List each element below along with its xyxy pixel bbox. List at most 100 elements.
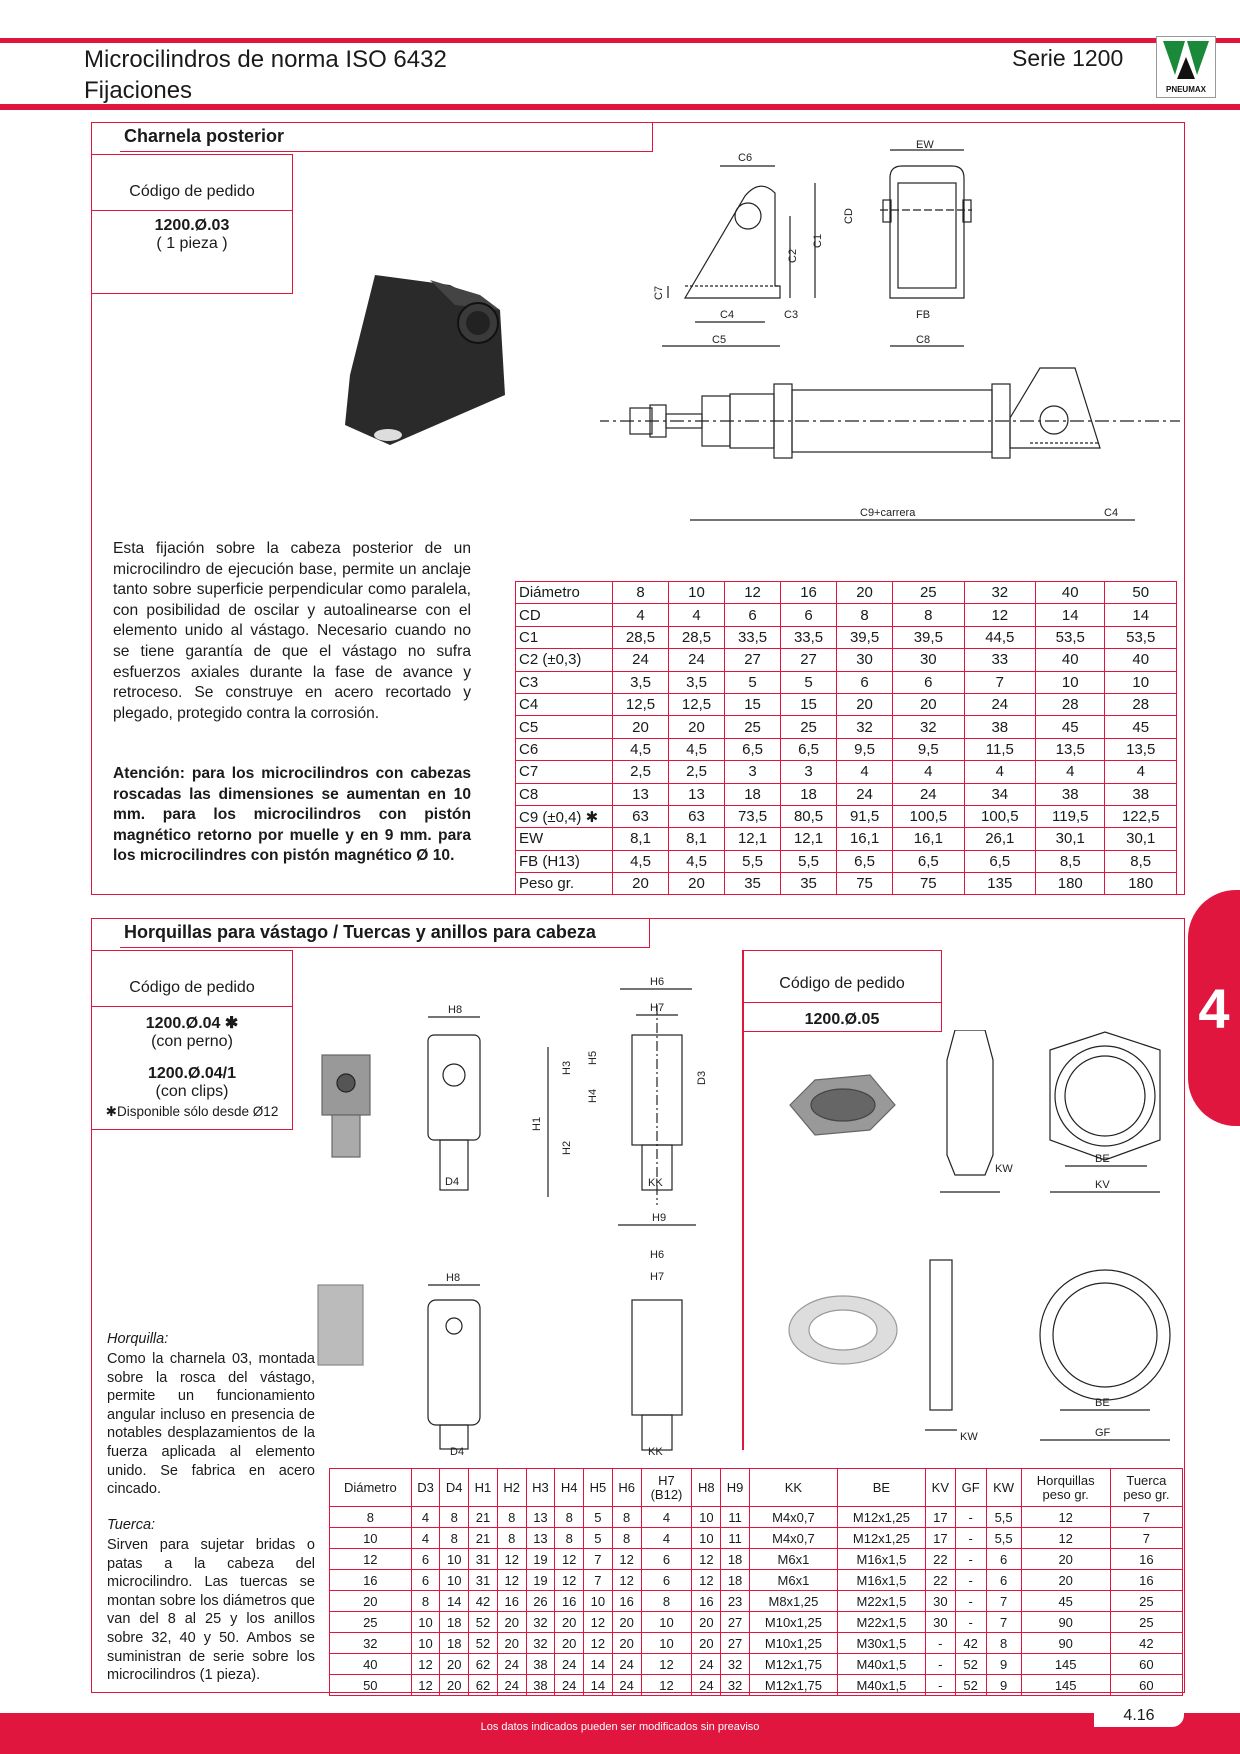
row-label: FB (H13): [515, 849, 613, 874]
table-cell: 12: [554, 1548, 585, 1570]
page-title: Microcilindros de norma ISO 6432: [84, 46, 447, 73]
column-header: H6: [611, 1468, 642, 1507]
column-header: KW: [985, 1468, 1022, 1507]
table-cell: 10: [329, 1527, 412, 1549]
horquilla-text: Como la charnela 03, montada sobre la ro…: [107, 1351, 315, 1498]
table-cell: 4: [640, 1506, 693, 1528]
table-cell: 42: [1109, 1632, 1184, 1654]
table-cell: 63: [668, 804, 726, 829]
pneumax-logo: PNEUMAX: [1156, 36, 1216, 98]
table-cell: 10: [668, 580, 726, 605]
label-c4: C4: [720, 309, 734, 321]
table-cell: 20: [439, 1653, 470, 1675]
table-cell: 20: [836, 692, 894, 717]
table-cell: 25: [329, 1611, 412, 1633]
table-cell: 75: [892, 872, 965, 896]
label-h7-2: H7: [650, 1271, 664, 1283]
table-cell: 6,5: [963, 849, 1037, 874]
table-cell: M12x1,25: [836, 1506, 926, 1528]
table-cell: 119,5: [1035, 804, 1106, 829]
table-cell: 31: [468, 1548, 498, 1570]
table-cell: 91,5: [836, 804, 894, 829]
table-cell: 4: [640, 1527, 693, 1549]
table-cell: 8: [611, 580, 670, 605]
table-cell: 7: [583, 1569, 613, 1591]
row-label: C1: [515, 625, 613, 650]
table-cell: 20: [554, 1632, 585, 1654]
table-cell: 17: [924, 1527, 956, 1549]
table-cell: 145: [1020, 1674, 1111, 1696]
table-cell: 20: [496, 1611, 527, 1633]
table-cell: 12: [963, 603, 1037, 627]
label-h6: H6: [650, 976, 664, 988]
table-cell: 30: [924, 1590, 956, 1612]
label-c9: C9+carrera: [860, 507, 916, 519]
table-cell: 12: [611, 1548, 642, 1570]
table-cell: 25: [1109, 1590, 1184, 1612]
table-cell: 28: [1104, 692, 1177, 717]
column-header: H1: [468, 1468, 498, 1507]
table-cell: 20: [611, 872, 670, 896]
table-cell: 8: [554, 1506, 585, 1528]
availability-note: ✱Disponible sólo desde Ø12: [105, 1104, 279, 1119]
table-cell: 3: [780, 760, 838, 784]
table-cell: 15: [780, 692, 838, 717]
table-cell: 5: [780, 670, 838, 694]
table-cell: 32: [525, 1611, 556, 1633]
order-code-04-1: 1200.Ø.04/1: [147, 1065, 237, 1082]
table-cell: 20: [554, 1611, 585, 1633]
table-cell: 4: [668, 603, 726, 627]
table-cell: 10: [640, 1632, 693, 1654]
column-header: H7(B12): [640, 1468, 693, 1507]
table-cell: 12: [611, 1569, 642, 1591]
table-cell: M10x1,25: [748, 1611, 838, 1633]
table-cell: 9,5: [892, 737, 965, 762]
table-cell: 13: [611, 782, 670, 806]
table-cell: 25: [1109, 1611, 1184, 1633]
table-cell: 25: [892, 580, 965, 605]
table-cell: M10x1,25: [748, 1632, 838, 1654]
table-cell: 4: [611, 603, 670, 627]
table-cell: 32: [892, 715, 965, 739]
order-code-04: 1200.Ø.04 ✱: [145, 1015, 239, 1032]
table-cell: 100,5: [963, 804, 1037, 829]
table-cell: 135: [963, 872, 1037, 896]
row-label: C8: [515, 782, 613, 806]
table-cell: M30x1,5: [836, 1632, 926, 1654]
table-cell: 16: [780, 580, 838, 605]
table-cell: 10: [1035, 670, 1106, 694]
section2-order-box: Código de pedido 1200.Ø.04 ✱ (con perno)…: [91, 950, 293, 1130]
row-label: C4: [515, 692, 613, 717]
table-cell: 16: [1109, 1569, 1184, 1591]
table-cell: 28,5: [611, 625, 670, 650]
table-cell: 16,1: [892, 827, 965, 851]
table-cell: 6,5: [836, 849, 894, 874]
table-cell: 20: [496, 1632, 527, 1654]
table-cell: 5,5: [985, 1527, 1022, 1549]
table-cell: 12: [691, 1569, 722, 1591]
table-cell: 7: [1109, 1506, 1184, 1528]
table-cell: 10: [691, 1506, 722, 1528]
table-cell: 4,5: [611, 849, 670, 874]
table-cell: -: [954, 1569, 987, 1591]
table-cell: 20: [1020, 1569, 1111, 1591]
table-cell: 34: [963, 782, 1037, 806]
table-cell: 30,1: [1104, 827, 1177, 851]
table-cell: -: [954, 1611, 987, 1633]
label-h2: H2: [561, 1141, 573, 1155]
column-header: H4: [554, 1468, 585, 1507]
table-cell: 10: [410, 1611, 441, 1633]
table-cell: 32: [836, 715, 894, 739]
table-cell: 8: [985, 1632, 1022, 1654]
label-h9: H9: [652, 1212, 666, 1224]
table-cell: M22x1,5: [836, 1611, 926, 1633]
row-label: EW: [515, 827, 613, 851]
order-note: ( 1 pieza ): [156, 235, 228, 252]
table-cell: 9: [985, 1674, 1022, 1696]
table-cell: 31: [468, 1569, 498, 1591]
table-cell: 20: [668, 715, 726, 739]
